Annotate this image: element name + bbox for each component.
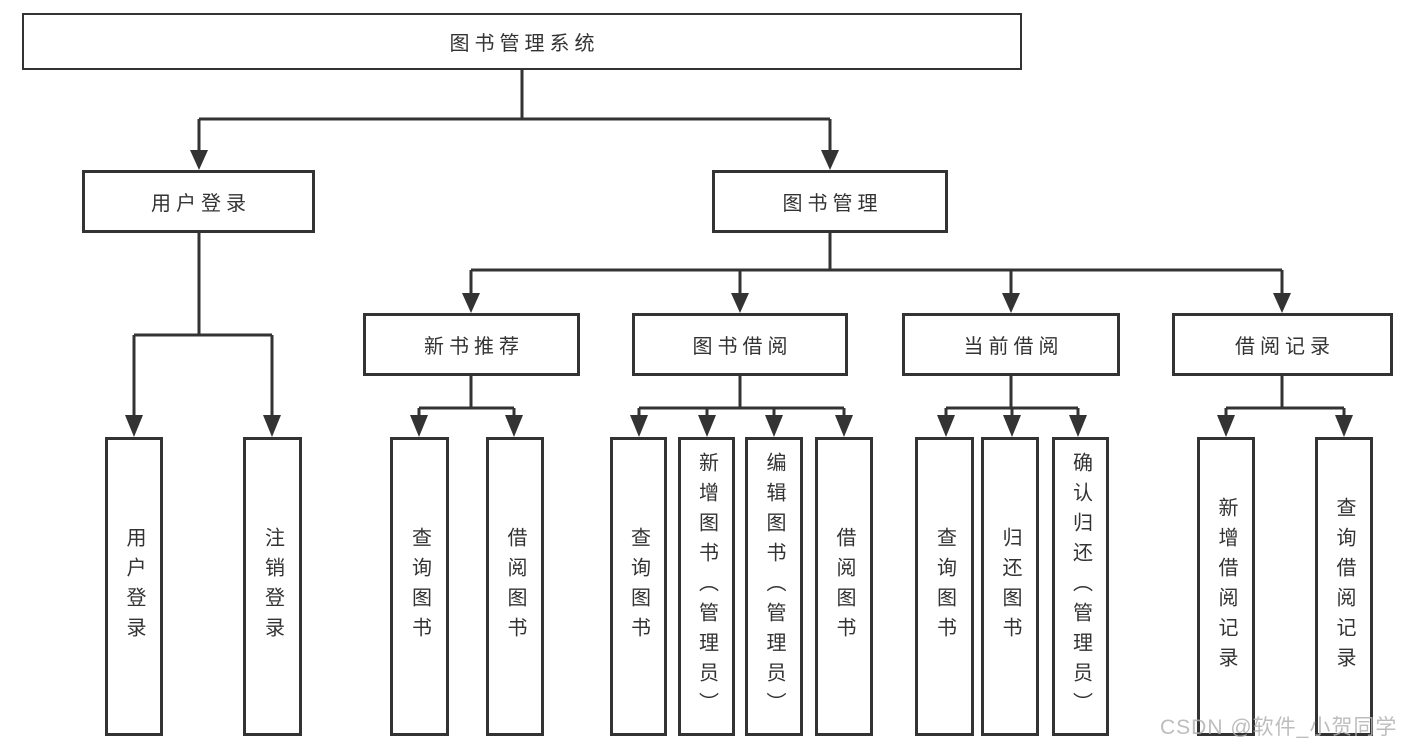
node-book-management: 图书管理 bbox=[712, 170, 948, 233]
connector-user-login-to-leaves bbox=[125, 233, 281, 437]
leaf-borrow-books: 借阅图书 bbox=[815, 437, 873, 736]
leaf-query-books-recommend: 查询图书 bbox=[390, 437, 449, 736]
connector-new-book-recommend-to-leaves bbox=[410, 376, 523, 437]
leaf-query-books-current: 查询图书 bbox=[915, 437, 974, 736]
leaf-borrow-books-recommend: 借阅图书 bbox=[486, 437, 544, 736]
leaf-query-borrow-record: 查询借阅记录 bbox=[1315, 437, 1373, 736]
leaf-edit-book-admin: 编辑图书（管理员） bbox=[745, 437, 803, 736]
leaf-add-book-admin: 新增图书（管理员） bbox=[678, 437, 735, 736]
leaf-return-book: 归还图书 bbox=[981, 437, 1039, 736]
leaf-query-books-borrow: 查询图书 bbox=[610, 437, 667, 736]
leaf-logout: 注销登录 bbox=[243, 437, 302, 736]
connector-current-borrow-to-leaves bbox=[937, 376, 1087, 437]
csdn-watermark: CSDN @软件_小贺同学 bbox=[1160, 716, 1398, 739]
leaf-confirm-return-admin: 确认归还（管理员） bbox=[1052, 437, 1109, 736]
node-borrow-records: 借阅记录 bbox=[1172, 313, 1393, 376]
node-book-borrow: 图书借阅 bbox=[632, 313, 848, 376]
leaf-user-login: 用户登录 bbox=[105, 437, 163, 736]
node-current-borrow: 当前借阅 bbox=[902, 313, 1120, 376]
node-user-login: 用户登录 bbox=[82, 170, 315, 233]
connector-book-management-to-level3 bbox=[462, 233, 1291, 313]
node-new-book-recommend: 新书推荐 bbox=[363, 313, 580, 376]
connector-book-borrow-to-leaves bbox=[630, 376, 853, 437]
leaf-add-borrow-record: 新增借阅记录 bbox=[1197, 437, 1255, 736]
connector-root-to-level2 bbox=[190, 69, 839, 170]
connector-borrow-records-to-leaves bbox=[1217, 376, 1353, 437]
node-root: 图书管理系统 bbox=[22, 13, 1022, 70]
